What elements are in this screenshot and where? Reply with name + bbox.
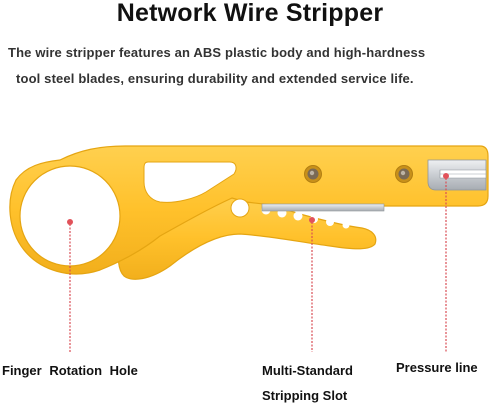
product-title: Network Wire Stripper bbox=[116, 0, 384, 27]
stripper-main-body bbox=[9, 145, 489, 275]
finger-rotation-hole bbox=[19, 165, 121, 267]
callout-label-finger-rotation-hole: Finger Rotation Hole bbox=[2, 363, 138, 378]
callout-label-stripping-slot: Multi-Standard Stripping Slot bbox=[262, 358, 353, 408]
description-line-1: The wire stripper features an ABS plasti… bbox=[8, 45, 426, 60]
callout-dot-pressure bbox=[443, 173, 449, 179]
body-cutout-window bbox=[143, 161, 237, 203]
callout-dot-finger bbox=[67, 219, 73, 225]
callout-label-pressure-line: Pressure line bbox=[396, 360, 478, 375]
callout-dot-slot bbox=[309, 217, 315, 223]
screw-right bbox=[395, 165, 413, 183]
description-line-2: tool steel blades, ensuring durability a… bbox=[16, 71, 414, 86]
cutting-blade bbox=[261, 203, 385, 212]
wire-entry-hole bbox=[230, 198, 250, 218]
callout-label-slot-line-2: Stripping Slot bbox=[262, 388, 348, 403]
product-description: The wire stripper features an ABS plasti… bbox=[8, 40, 494, 92]
screw-left bbox=[304, 165, 322, 183]
callout-label-slot-line-1: Multi-Standard bbox=[262, 363, 353, 378]
